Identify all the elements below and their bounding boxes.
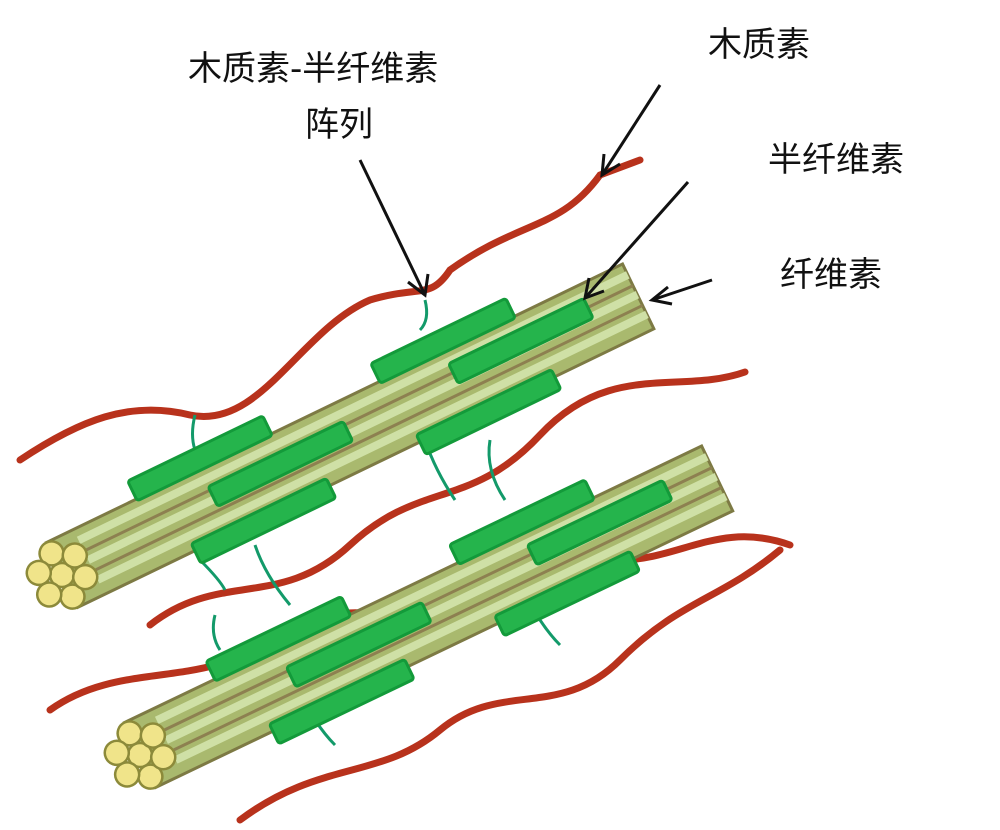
lignin-strand — [146, 368, 749, 629]
arrow-lignin — [600, 84, 662, 178]
lignin-strand — [16, 156, 644, 464]
label-array: 阵列 — [305, 105, 373, 145]
pointer-arrows — [358, 84, 713, 306]
arrow-hemicellulose — [583, 181, 690, 301]
lignin-strand — [236, 546, 784, 824]
label-cellulose: 纤维素 — [780, 255, 882, 295]
label-lignin: 木质素 — [708, 25, 810, 65]
label-lignin-hemicellulose-array: 木质素-半纤维素 — [188, 49, 439, 89]
arrow-lignin-hemicellulose-array — [358, 159, 430, 298]
arrow-cellulose — [648, 278, 713, 306]
label-hemicellulose: 半纤维素 — [768, 140, 904, 180]
